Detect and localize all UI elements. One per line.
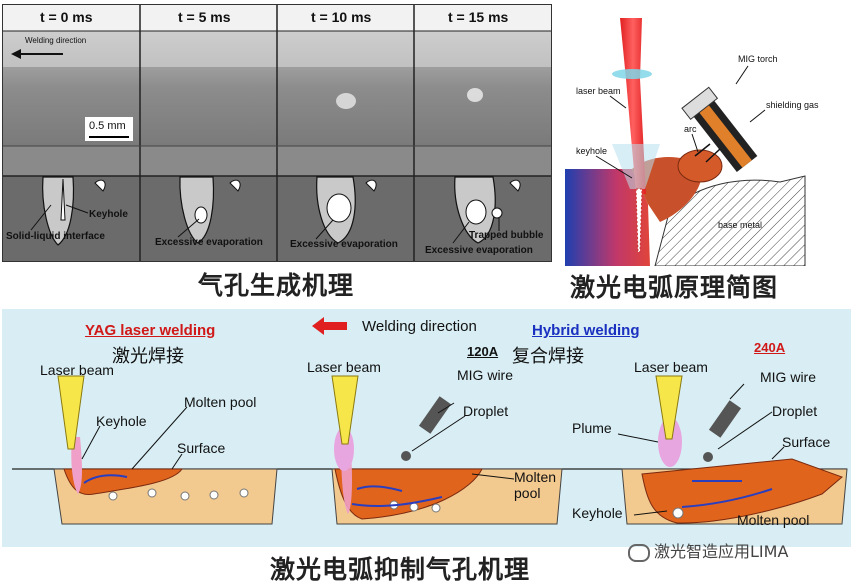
frames-svg	[3, 5, 551, 261]
excessive-evaporation-label-1: Excessive evaporation	[155, 237, 263, 248]
yag-cn-label: 激光焊接	[112, 346, 184, 367]
watermark: 激光智造应用LIMA	[628, 538, 788, 562]
keyhole-label: Keyhole	[89, 209, 128, 220]
laser-beam-label-1: Laser beam	[40, 362, 114, 378]
current-120a: 120A	[467, 344, 499, 359]
laser-beam-label: laser beam	[576, 86, 621, 96]
welding-direction-bottom: Welding direction	[362, 318, 477, 335]
mechanism-panel: YAG laser welding 激光焊接 Welding direction…	[2, 309, 851, 547]
caption-pore-formation: 气孔生成机理	[198, 271, 355, 300]
trapped-bubble-label: Trapped bubble	[469, 230, 544, 241]
hybrid-schematic: laser beam MIG torch shielding gas keyho…	[560, 4, 850, 267]
hybrid-cn-label: 复合焊接	[512, 346, 584, 367]
surface-label-hybrid: Surface	[782, 434, 831, 450]
solid-liquid-interface-label: Solid-liquid interface	[6, 231, 105, 242]
frame-panel: t = 0 ms t = 5 ms t = 10 ms t = 15 ms We…	[2, 4, 552, 262]
caption-suppression-mechanism: 激光电弧抑制气孔机理	[270, 555, 531, 584]
welding-direction-label: Welding direction	[25, 36, 87, 45]
arc-label: arc	[684, 124, 697, 134]
watermark-text: 激光智造应用LIMA	[654, 542, 789, 561]
laser-beam-label-3: Laser beam	[634, 359, 708, 375]
frame-time-0: t = 0 ms	[40, 9, 93, 25]
hybrid-schematic-svg	[565, 18, 806, 267]
caption-hybrid-principle: 激光电弧原理简图	[570, 273, 779, 302]
mechanism-svg	[12, 317, 848, 525]
surface-label-yag: Surface	[177, 440, 226, 456]
pool-label: pool	[514, 485, 541, 501]
excessive-evaporation-label-2: Excessive evaporation	[290, 239, 398, 250]
hybrid-title: Hybrid welding	[532, 322, 640, 339]
mig-torch-label: MIG torch	[738, 54, 778, 64]
plume-label: Plume	[572, 420, 612, 436]
laser-beam-label-2: Laser beam	[307, 359, 381, 375]
frame-time-10: t = 10 ms	[311, 9, 372, 25]
droplet-label-1: Droplet	[463, 403, 509, 419]
shielding-gas-label: shielding gas	[766, 100, 819, 110]
molten-pool-label-hybrid: Molten pool	[737, 512, 810, 528]
molten-label: Molten	[514, 469, 557, 485]
keyhole-label-yag: Keyhole	[96, 413, 147, 429]
frame-time-5: t = 5 ms	[178, 9, 231, 25]
base-metal-label: base metal	[718, 220, 763, 230]
keyhole-label-hybrid: Keyhole	[572, 505, 623, 521]
keyhole-label-schematic: keyhole	[576, 146, 608, 156]
current-240a: 240A	[754, 340, 786, 355]
scale-bar-label: 0.5 mm	[89, 120, 126, 132]
molten-pool-label-yag: Molten pool	[184, 394, 257, 410]
frame-time-15: t = 15 ms	[448, 9, 509, 25]
droplet-label-2: Droplet	[772, 403, 818, 419]
wechat-icon	[628, 543, 650, 562]
mig-wire-label-2: MIG wire	[760, 369, 816, 385]
mig-wire-label-1: MIG wire	[457, 367, 513, 383]
yag-title: YAG laser welding	[85, 322, 216, 339]
excessive-evaporation-label-3: Excessive evaporation	[425, 245, 533, 256]
